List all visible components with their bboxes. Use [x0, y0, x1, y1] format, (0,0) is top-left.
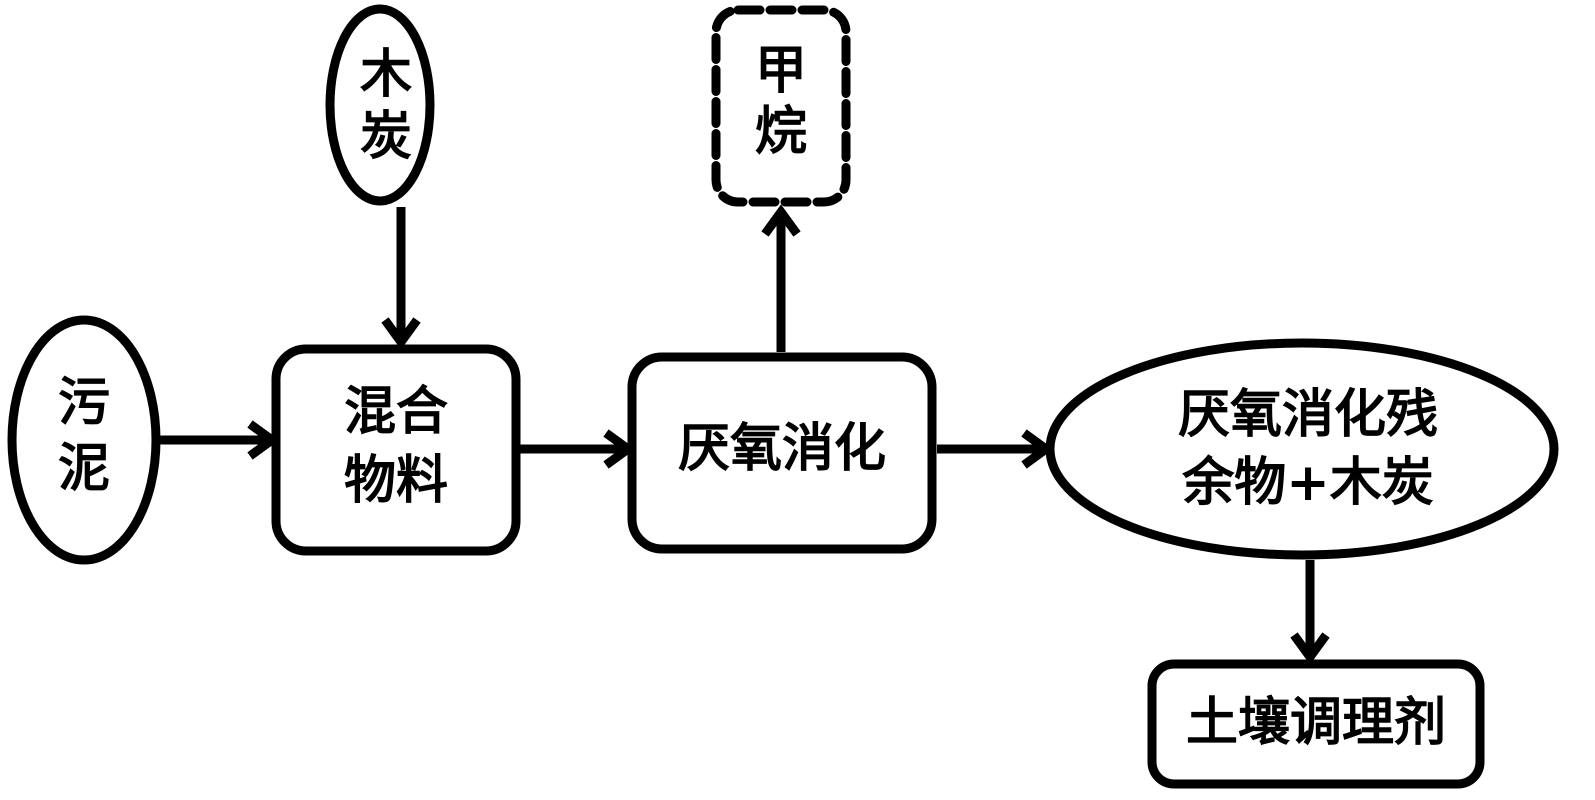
edge-residue-to-conditioner: [1290, 560, 1330, 665]
node-mixture: 混合 物料: [271, 344, 521, 556]
edge-mixture-to-digestion: [520, 429, 636, 469]
node-residue: 厌氧消化残 余物+木炭: [1045, 338, 1559, 560]
node-sludge-line1: 污: [58, 373, 110, 433]
edge-digestion-to-methane: [761, 204, 801, 352]
node-sludge-line2: 泥: [58, 439, 110, 499]
node-methane: 甲 烷: [711, 5, 851, 207]
node-conditioner: 土壤调理剂: [1147, 659, 1485, 789]
node-charcoal: 木 炭: [325, 4, 435, 206]
node-methane-line1: 甲: [755, 41, 807, 101]
node-charcoal-line1: 木: [360, 45, 412, 105]
node-digestion: 厌氧消化: [627, 352, 937, 554]
node-residue-line1: 厌氧消化残: [1178, 385, 1438, 445]
node-residue-line2: 余物+木炭: [1181, 453, 1434, 513]
node-digestion-line1: 厌氧消化: [678, 419, 886, 479]
node-mixture-line2: 物料: [344, 451, 448, 511]
edge-sludge-to-mixture: [160, 420, 280, 460]
edge-charcoal-to-mixture: [381, 207, 421, 350]
node-methane-line2: 烷: [755, 102, 807, 162]
node-mixture-line1: 混合: [344, 382, 448, 442]
node-charcoal-line2: 炭: [360, 107, 412, 167]
node-conditioner-line1: 土壤调理剂: [1186, 693, 1446, 753]
node-sludge: 污 泥: [7, 315, 161, 565]
edge-digestion-to-residue: [937, 429, 1054, 469]
